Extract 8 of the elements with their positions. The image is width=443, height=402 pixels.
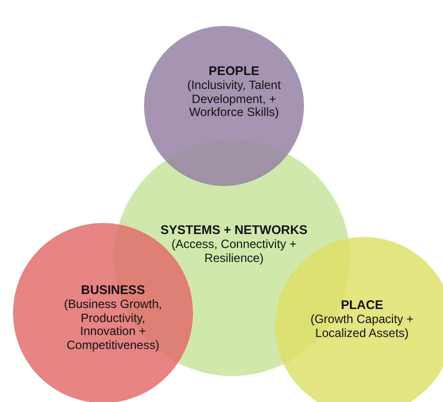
circle-description: (Business Growth, Productivity, Innovation + Competitiveness) [62, 298, 164, 352]
circle-heading: SYSTEMS + NETWORKS [160, 223, 308, 238]
circle-description: (Access, Connectivity + Resilience) [170, 238, 298, 265]
circle-description: (Growth Capacity + Localized Assets) [309, 313, 415, 340]
circle-heading: BUSINESS [80, 283, 146, 298]
circle-heading: PEOPLE [208, 64, 260, 79]
circle-description: (Inclusivity, Talent Development, + Workforce Skills) [186, 79, 282, 120]
circle-heading: PLACE [340, 298, 384, 313]
